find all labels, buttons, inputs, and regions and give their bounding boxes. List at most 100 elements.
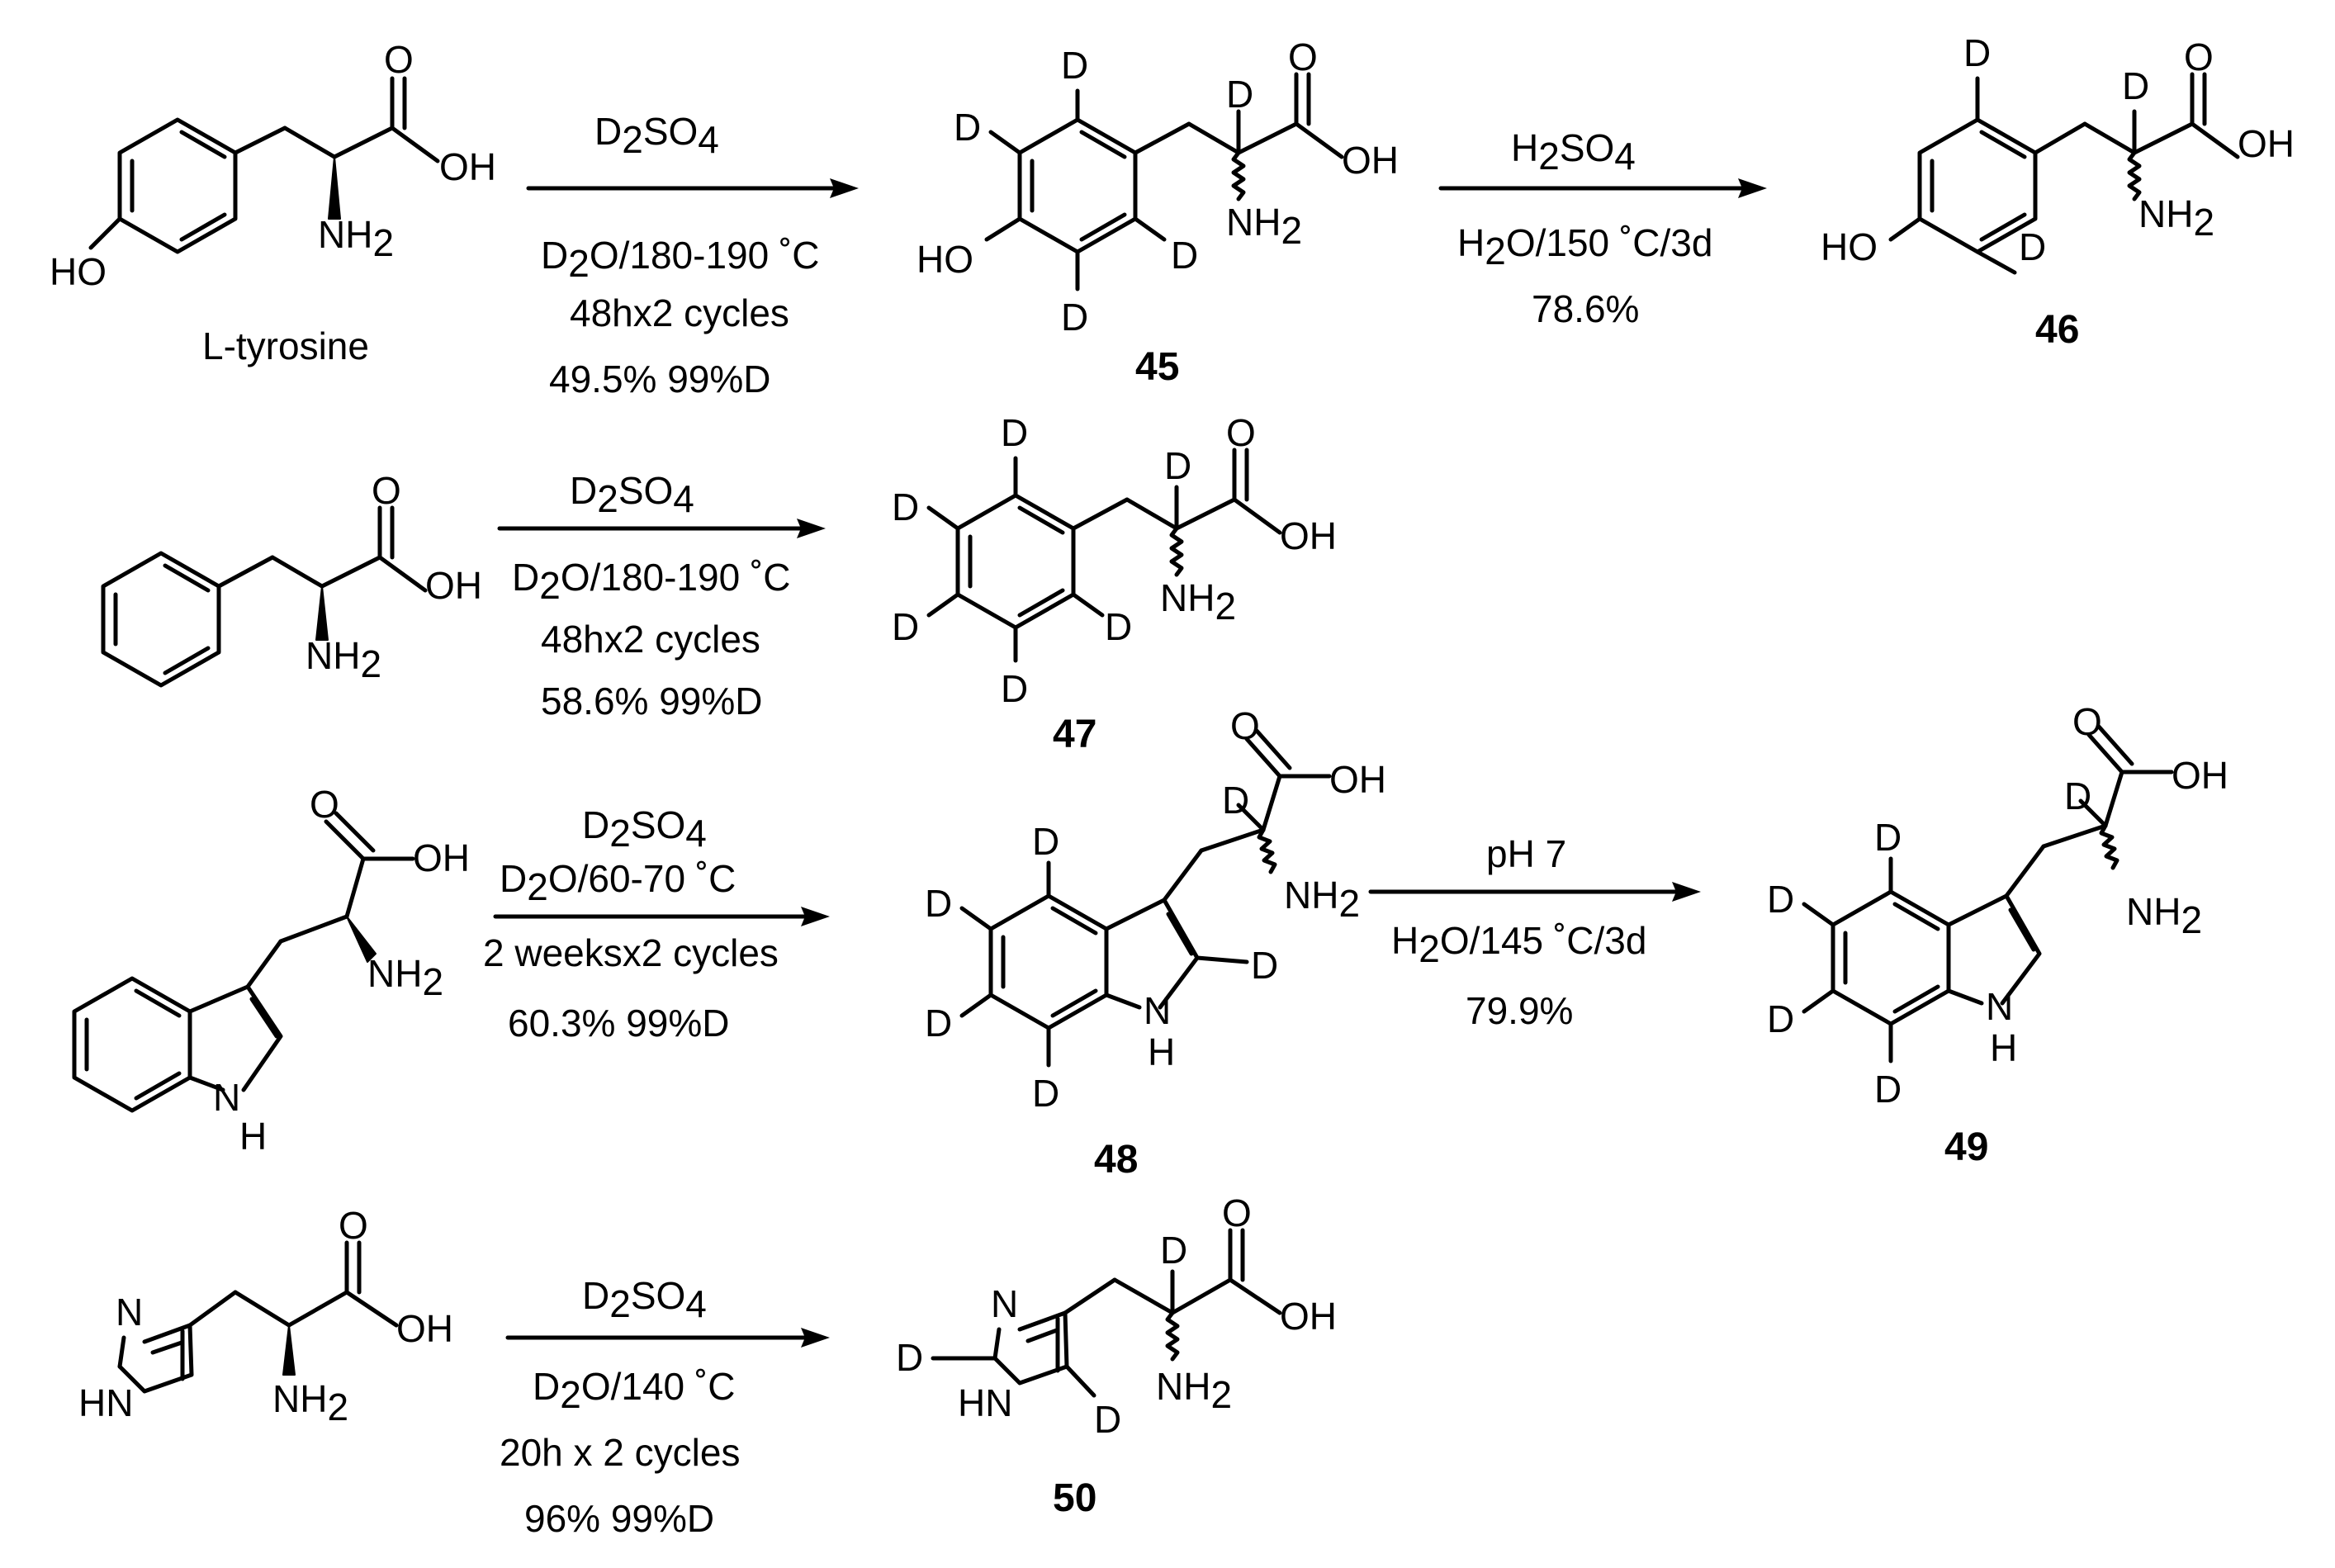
- arrow3-cycles: 48hx2 cycles: [541, 618, 760, 661]
- c45-ho: HO: [916, 238, 973, 281]
- phe-oh: OH: [425, 564, 482, 607]
- c46-d-alpha: D: [2122, 64, 2149, 107]
- c50-hn: HN: [958, 1381, 1012, 1424]
- phe-nh2: NH2: [305, 634, 381, 685]
- c45-nh2: NH2: [1226, 201, 1302, 252]
- tyrosine-oh: OH: [439, 145, 496, 188]
- compound-49-structure: D D D D D O OH NH2 N H 49: [1767, 700, 2228, 1169]
- arrow4-reagent: D2SO4: [582, 803, 707, 855]
- c48-label: 48: [1094, 1138, 1138, 1182]
- c47-d-right: D: [1105, 605, 1132, 648]
- arrow2-reagent: H2SO4: [1511, 126, 1636, 178]
- arrow1-yield: 49.5% 99%D: [549, 358, 771, 400]
- c50-nh2: NH2: [1156, 1365, 1232, 1416]
- trp-oh: OH: [413, 836, 470, 879]
- c49-d-upper-left: D: [1767, 878, 1794, 921]
- reaction-arrow-4: D2SO4 D2O/60-70 ˚C 2 weeksx2 cycles 60.3…: [483, 803, 830, 1045]
- c49-nh2: NH2: [2126, 890, 2202, 941]
- c47-d-upper-left: D: [892, 486, 919, 528]
- c49-d-bottom: D: [1874, 1068, 1902, 1111]
- his-oh: OH: [396, 1307, 453, 1350]
- c46-oh: OH: [2238, 122, 2295, 165]
- compound-45-structure: D D D D D HO O OH NH2 45: [916, 36, 1399, 389]
- c47-d-bottom: D: [1001, 667, 1028, 710]
- c45-d-left: D: [954, 106, 981, 149]
- c50-d-c5: D: [1094, 1398, 1121, 1441]
- arrow5-yield: 79.9%: [1466, 989, 1573, 1032]
- c49-d-lower-left: D: [1767, 997, 1794, 1040]
- arrow4-conditions: D2O/60-70 ˚C: [500, 857, 736, 908]
- c48-d-top: D: [1032, 820, 1059, 863]
- c47-d-top: D: [1001, 411, 1028, 454]
- arrow5-reagent: pH 7: [1486, 832, 1566, 875]
- tyrosine-label: L-tyrosine: [202, 324, 369, 367]
- c47-nh2: NH2: [1160, 576, 1236, 628]
- c47-oh: OH: [1280, 514, 1337, 557]
- arrow6-yield: 96% 99%D: [524, 1497, 714, 1540]
- c49-label: 49: [1944, 1125, 1988, 1169]
- c48-nh2: NH2: [1284, 874, 1360, 925]
- compound-50-structure: N D D HN D O OH NH2 50: [896, 1191, 1337, 1520]
- c45-d-bottom: D: [1061, 296, 1088, 339]
- arrow3-conditions: D2O/180-190 ˚C: [512, 556, 791, 607]
- reaction-arrow-1: D2SO4 D2O/180-190 ˚C 48hx2 cycles 49.5% …: [526, 110, 859, 400]
- c50-oh: OH: [1280, 1295, 1337, 1338]
- tyrosine-ho: HO: [50, 250, 107, 293]
- c50-label: 50: [1053, 1476, 1096, 1520]
- arrow5-conditions: H2O/145 ˚C/3d: [1391, 919, 1646, 970]
- c50-n3: N: [991, 1282, 1018, 1325]
- c46-d-top: D: [1963, 31, 1991, 74]
- c45-d-alpha: D: [1226, 73, 1253, 116]
- c48-n: N: [1144, 989, 1171, 1032]
- arrow6-cycles: 20h x 2 cycles: [500, 1431, 740, 1474]
- tyrosine-nh2: NH2: [318, 213, 394, 264]
- c49-n: N: [1986, 985, 2013, 1028]
- c48-d-lower-left: D: [925, 1002, 952, 1045]
- c45-oh: OH: [1342, 139, 1399, 182]
- arrow1-reagent: D2SO4: [594, 110, 719, 161]
- his-o: O: [339, 1204, 368, 1247]
- his-n3: N: [116, 1291, 143, 1334]
- l-tyrosine-structure: HO O OH NH2 L-tyrosine: [50, 38, 496, 367]
- tyrosine-o: O: [384, 38, 414, 81]
- reaction-arrow-3: D2SO4 D2O/180-190 ˚C 48hx2 cycles 58.6% …: [497, 469, 826, 722]
- phenylalanine-structure: O OH NH2: [101, 469, 482, 688]
- arrow1-cycles: 48hx2 cycles: [570, 291, 789, 334]
- c46-label: 46: [2035, 308, 2079, 352]
- reaction-arrow-6: D2SO4 D2O/140 ˚C 20h x 2 cycles 96% 99%D: [500, 1274, 830, 1540]
- his-hn: HN: [78, 1381, 133, 1424]
- compound-48-structure: D D D D D D O OH NH2 N H 48: [925, 704, 1386, 1182]
- histidine-structure: N HN O OH NH2: [78, 1204, 453, 1428]
- trp-nh-h: H: [239, 1115, 267, 1158]
- arrow6-conditions: D2O/140 ˚C: [533, 1365, 735, 1416]
- arrow1-conditions: D2O/180-190 ˚C: [541, 234, 820, 285]
- c48-d-alpha: D: [1222, 779, 1249, 822]
- arrow4-cycles: 2 weeksx2 cycles: [483, 931, 779, 974]
- c49-oh: OH: [2172, 754, 2228, 797]
- c46-d-bottom: D: [2019, 225, 2046, 268]
- tryptophan-structure: O OH NH2 N H: [72, 783, 470, 1158]
- trp-n: N: [213, 1076, 240, 1119]
- c45-o: O: [1288, 36, 1318, 78]
- arrow4-yield: 60.3% 99%D: [508, 1002, 730, 1045]
- arrow2-conditions: H2O/150 ˚C/3d: [1457, 221, 1712, 272]
- arrow6-reagent: D2SO4: [582, 1274, 707, 1325]
- c48-d-bottom: D: [1032, 1072, 1059, 1115]
- c48-o: O: [1230, 704, 1260, 747]
- c46-ho: HO: [1821, 225, 1878, 268]
- c45-d-top: D: [1061, 44, 1088, 87]
- his-nh2: NH2: [272, 1377, 348, 1428]
- c46-nh2: NH2: [2138, 192, 2214, 244]
- c48-d-upper-left: D: [925, 882, 952, 925]
- c46-o: O: [2184, 36, 2214, 78]
- trp-o: O: [310, 783, 339, 826]
- c49-o: O: [2072, 700, 2102, 743]
- c50-d-alpha: D: [1160, 1229, 1187, 1272]
- c45-label: 45: [1135, 345, 1179, 389]
- c47-d-lower-left: D: [892, 605, 919, 648]
- compound-47-structure: D D D D D D O OH NH2 47: [892, 411, 1337, 756]
- arrow3-yield: 58.6% 99%D: [541, 680, 763, 722]
- phe-o: O: [372, 469, 401, 512]
- arrow2-yield: 78.6%: [1532, 287, 1639, 330]
